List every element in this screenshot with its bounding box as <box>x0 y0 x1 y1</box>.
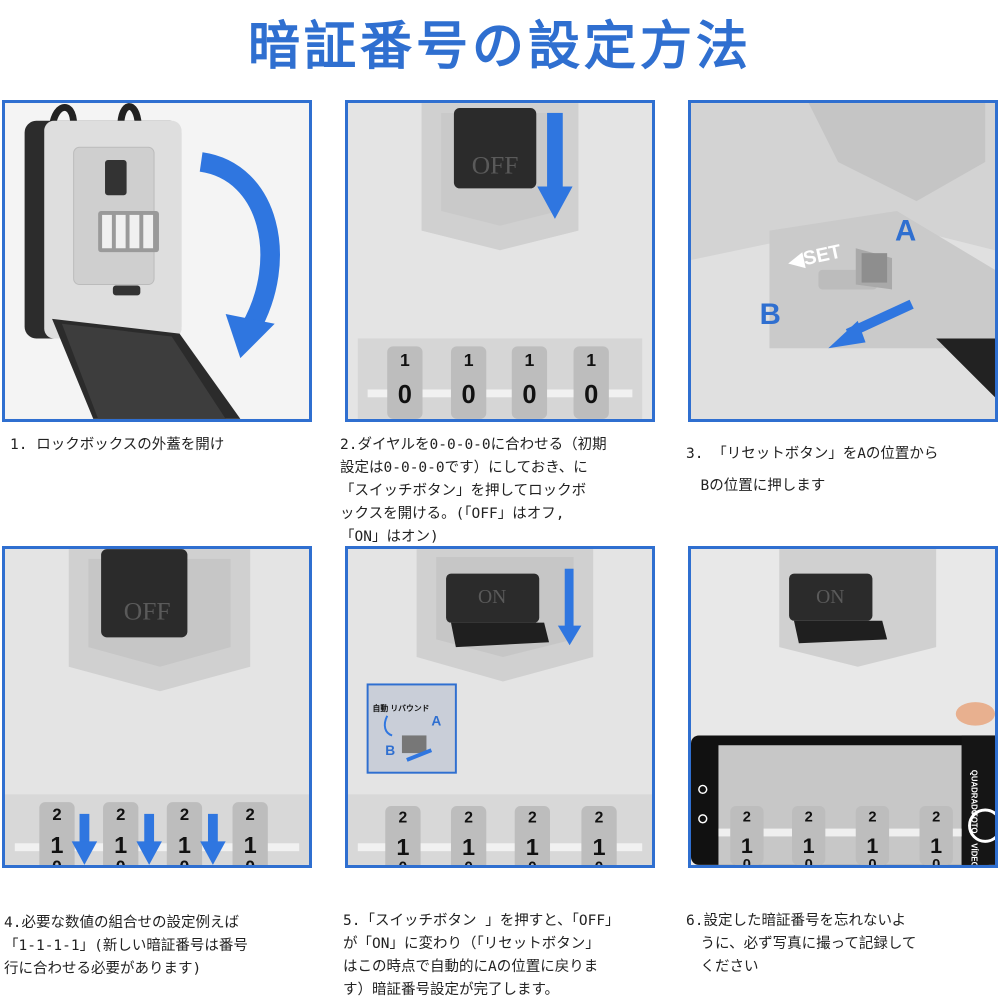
dial-4: 10 <box>573 346 609 419</box>
switch-button <box>453 108 537 189</box>
svg-text:2: 2 <box>868 810 876 826</box>
dial-1: 2 10 <box>385 806 421 865</box>
dial-2: 10 <box>450 346 487 419</box>
svg-text:0: 0 <box>805 857 813 865</box>
svg-text:1: 1 <box>803 833 815 858</box>
svg-text:2: 2 <box>180 805 189 824</box>
step-4-caption: 4.必要な数値の組合せの設定例えば 「1-1-1-1」(新しい暗証番号は番号 行… <box>4 915 248 977</box>
svg-text:0: 0 <box>528 860 537 865</box>
svg-text:0: 0 <box>52 857 62 865</box>
svg-text:1: 1 <box>244 832 257 858</box>
svg-text:B: B <box>385 743 395 758</box>
point-b: B <box>760 298 781 331</box>
svg-text:1: 1 <box>592 834 605 860</box>
svg-text:0: 0 <box>595 860 604 865</box>
svg-text:1: 1 <box>50 832 63 858</box>
switch-label: OFF <box>472 151 519 180</box>
dial-3: 10 <box>511 346 548 419</box>
svg-text:0: 0 <box>932 857 940 865</box>
step-1-caption: 1. ロックボックスの外蓋を開け <box>10 437 225 453</box>
page-title: 暗証番号の設定方法 <box>247 17 752 77</box>
svg-text:0: 0 <box>399 860 408 865</box>
svg-text:1: 1 <box>178 832 191 858</box>
svg-text:2: 2 <box>595 810 604 827</box>
svg-text:0: 0 <box>462 381 476 409</box>
svg-text:2: 2 <box>528 810 537 827</box>
switch-label: ON <box>816 587 844 608</box>
svg-text:VÍDEO: VÍDEO <box>969 843 978 865</box>
camera-setting-icon <box>698 784 708 795</box>
svg-text:FOTO: FOTO <box>969 812 978 834</box>
svg-text:1: 1 <box>525 350 535 370</box>
switch-button <box>101 549 188 638</box>
step-6-caption: 6.設定した暗証番号を忘れないよ うに、必ず写真に撮って記録して ください <box>686 913 917 975</box>
svg-text:2: 2 <box>246 805 255 824</box>
switch-label: ON <box>478 587 506 608</box>
svg-text:1: 1 <box>741 833 753 858</box>
svg-text:2: 2 <box>805 810 813 826</box>
svg-text:0: 0 <box>180 857 190 865</box>
svg-text:0: 0 <box>522 381 536 409</box>
dial-2: 2 10 <box>792 806 826 865</box>
dial-1: 2 10 <box>730 806 764 865</box>
svg-text:2: 2 <box>52 805 61 824</box>
svg-text:A: A <box>431 714 441 729</box>
svg-text:1: 1 <box>866 833 878 858</box>
svg-text:0: 0 <box>116 857 126 865</box>
switch-label: OFF <box>124 597 171 626</box>
svg-text:2: 2 <box>399 810 408 827</box>
svg-text:QUADRADO: QUADRADO <box>969 770 978 816</box>
svg-text:0: 0 <box>464 860 473 865</box>
svg-text:1: 1 <box>114 832 127 858</box>
dial-3: 2 10 <box>514 806 551 865</box>
svg-text:1: 1 <box>930 833 942 858</box>
camera-setting-icon <box>698 814 708 824</box>
switch-button <box>446 573 540 623</box>
dial-4: 2 10 <box>232 802 268 865</box>
svg-text:2: 2 <box>932 810 940 826</box>
inset-label: 自動 リバウンド <box>373 703 430 713</box>
svg-text:1: 1 <box>396 834 409 860</box>
dial-1: 10 <box>387 346 423 419</box>
svg-text:0: 0 <box>868 857 876 865</box>
svg-text:0: 0 <box>245 857 255 865</box>
dial-1: 2 10 <box>39 802 75 865</box>
svg-text:1: 1 <box>462 834 475 860</box>
dial-3: 2 10 <box>166 802 203 865</box>
svg-text:2: 2 <box>116 805 125 824</box>
step-3-image: ◀SET A B <box>688 100 998 422</box>
svg-text:0: 0 <box>584 381 598 409</box>
svg-text:0: 0 <box>743 857 751 865</box>
svg-text:2: 2 <box>464 810 473 827</box>
step-3-caption: 3. 「リセットボタン」をAの位置から Bの位置に押します <box>686 446 939 494</box>
dial-3: 2 10 <box>855 806 890 865</box>
svg-text:0: 0 <box>398 381 412 409</box>
dial-4: 2 10 <box>581 806 617 865</box>
switch-button <box>789 573 873 621</box>
dial-2: 2 10 <box>450 806 487 865</box>
step-5-image: ON 自動 リバウンド A B 210 210 210 210 <box>345 546 655 868</box>
dial-4: 2 10 <box>919 806 953 865</box>
svg-text:1: 1 <box>464 350 474 370</box>
step-2-caption: 2.ダイヤルを0-0-0-0に合わせる（初期 設定は0-0-0-0です）にしてお… <box>340 437 607 545</box>
svg-text:1: 1 <box>586 350 596 370</box>
dial-2: 2 10 <box>103 802 139 865</box>
step-1-image <box>2 100 312 422</box>
step-5-caption: 5.「スイッチボタン 」を押すと、「OFF」 が「ON」に変わり（「リセットボタ… <box>343 913 620 998</box>
finger <box>955 702 995 726</box>
svg-text:2: 2 <box>743 810 751 826</box>
svg-text:1: 1 <box>400 350 410 370</box>
shutter-button-icon <box>968 808 995 843</box>
point-a: A <box>895 214 916 247</box>
step-4-image: OFF 210 210 210 210 <box>2 546 312 868</box>
svg-text:1: 1 <box>526 834 539 860</box>
